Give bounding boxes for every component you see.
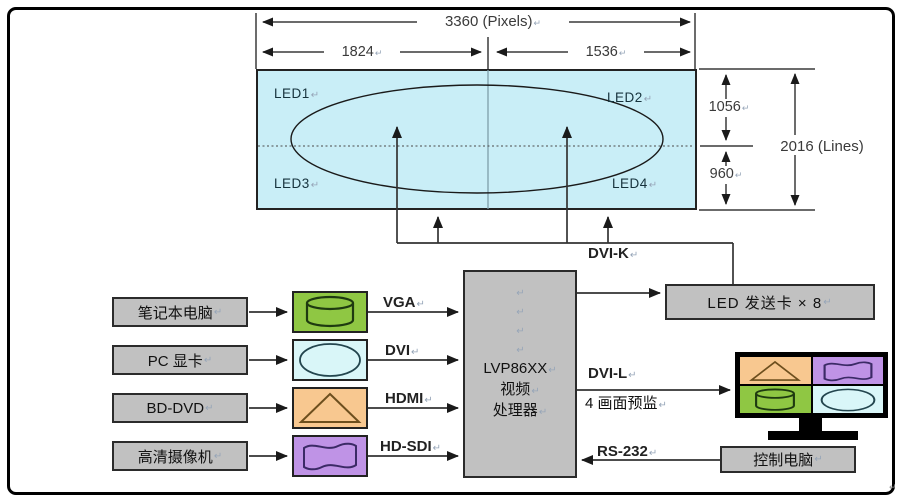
ellipse-icon bbox=[820, 388, 876, 411]
cylinder-icon bbox=[305, 295, 355, 328]
source-laptop-box: 笔记本电脑↵ bbox=[112, 297, 248, 327]
wave-icon bbox=[823, 360, 873, 381]
sending-card-bus bbox=[392, 126, 734, 285]
vga-label: VGA↵ bbox=[383, 294, 425, 311]
ellipse-icon bbox=[299, 343, 361, 377]
return-mark: ↵ bbox=[648, 448, 658, 459]
return-mark: ↵ bbox=[416, 299, 425, 310]
dim-top-height: 1056↵ bbox=[700, 99, 758, 117]
return-mark: ↵ bbox=[205, 402, 214, 414]
video-processor-box: ↵ ↵ ↵ ↵ LVP86XX↵ 视频↵ 处理器↵ bbox=[463, 270, 577, 478]
led3-label: LED3↵ bbox=[274, 176, 320, 191]
return-mark: ↵ bbox=[213, 450, 223, 462]
led4-label: LED4↵ bbox=[612, 176, 658, 191]
return-mark: ↵ bbox=[823, 296, 833, 308]
led2-label: LED2↵ bbox=[607, 90, 653, 105]
return-mark: ↵ bbox=[203, 354, 213, 366]
hd-sdi-label: HD-SDI↵ bbox=[380, 438, 442, 455]
dim-total-width: 3360 (Pixels)↵ bbox=[417, 13, 569, 32]
dim-bottom-height: 960↵ bbox=[701, 166, 751, 184]
preview-quadrant-hd-sdi bbox=[812, 357, 883, 384]
return-mark: ↵ bbox=[734, 170, 743, 180]
laptop-source-thumbnail bbox=[292, 291, 368, 333]
return-mark: ↵ bbox=[310, 180, 320, 191]
preview-quadrants bbox=[740, 357, 883, 413]
cylinder-icon bbox=[755, 387, 796, 411]
panel-grid bbox=[258, 70, 694, 209]
return-mark: ↵ bbox=[814, 454, 823, 465]
return-mark: ↵ bbox=[516, 307, 525, 318]
wave-icon bbox=[303, 442, 357, 471]
processor-line2: 视频↵ bbox=[500, 381, 540, 398]
led1-label: LED1↵ bbox=[274, 86, 320, 101]
return-mark: ↵ bbox=[618, 48, 627, 58]
return-mark: ↵ bbox=[648, 180, 658, 191]
return-mark: ↵ bbox=[741, 103, 750, 113]
dvi-l-label: DVI-L↵ bbox=[588, 365, 637, 382]
return-mark: ↵ bbox=[374, 48, 383, 58]
led-sending-card-box: LED 发送卡 × 8↵ bbox=[665, 284, 875, 320]
processor-line3: 处理器↵ bbox=[492, 402, 548, 419]
source-bd-dvd-box: BD-DVD↵ bbox=[112, 393, 248, 423]
dim-left-width: 1824↵ bbox=[324, 44, 400, 62]
return-mark: ↵ bbox=[643, 94, 653, 105]
hdmi-label: HDMI↵ bbox=[385, 390, 433, 407]
led-screen-panel bbox=[256, 69, 697, 210]
return-mark: ↵ bbox=[411, 347, 420, 358]
triangle-icon bbox=[298, 392, 362, 423]
return-mark: ↵ bbox=[629, 250, 639, 261]
outer-border bbox=[7, 7, 895, 495]
return-mark: ↵ bbox=[516, 345, 525, 356]
camera-source-thumbnail bbox=[292, 435, 368, 477]
dim-total-height: 2016 (Lines) bbox=[755, 138, 889, 155]
return-mark: ↵ bbox=[628, 370, 637, 381]
return-mark: ↵ bbox=[889, 482, 897, 492]
return-mark: ↵ bbox=[213, 306, 223, 318]
preview-label: 4 画面预监↵ bbox=[585, 395, 667, 412]
monitor-stand-neck bbox=[799, 418, 822, 432]
preview-quadrant-dvi bbox=[812, 386, 883, 413]
dvi-label: DVI↵ bbox=[385, 342, 420, 359]
dvi-k-label: DVI-K↵ bbox=[588, 245, 639, 262]
return-mark: ↵ bbox=[516, 326, 525, 337]
return-mark: ↵ bbox=[432, 443, 442, 454]
monitor-stand-base bbox=[768, 431, 858, 440]
pc-source-thumbnail bbox=[292, 339, 368, 381]
bd-dvd-source-thumbnail bbox=[292, 387, 368, 429]
return-mark: ↵ bbox=[424, 395, 433, 406]
return-mark: ↵ bbox=[658, 400, 667, 411]
preview-monitor bbox=[735, 352, 888, 418]
screen-ellipse bbox=[290, 84, 664, 194]
return-mark: ↵ bbox=[310, 90, 320, 101]
return-mark: ↵ bbox=[533, 18, 542, 28]
processor-model: LVP86XX↵ bbox=[483, 360, 557, 377]
preview-quadrant-vga bbox=[740, 386, 811, 413]
preview-quadrant-hdmi bbox=[740, 357, 811, 384]
flow-arrows bbox=[249, 288, 731, 465]
source-pc-graphics-box: PC 显卡↵ bbox=[112, 345, 248, 375]
control-computer-box: 控制电脑↵ bbox=[720, 446, 856, 473]
source-hd-camera-box: 高清摄像机↵ bbox=[112, 441, 248, 471]
return-mark: ↵ bbox=[516, 288, 525, 299]
rs-232-label: RS-232↵ bbox=[597, 443, 658, 460]
triangle-icon bbox=[749, 360, 802, 381]
dim-right-width: 1536↵ bbox=[568, 44, 644, 62]
